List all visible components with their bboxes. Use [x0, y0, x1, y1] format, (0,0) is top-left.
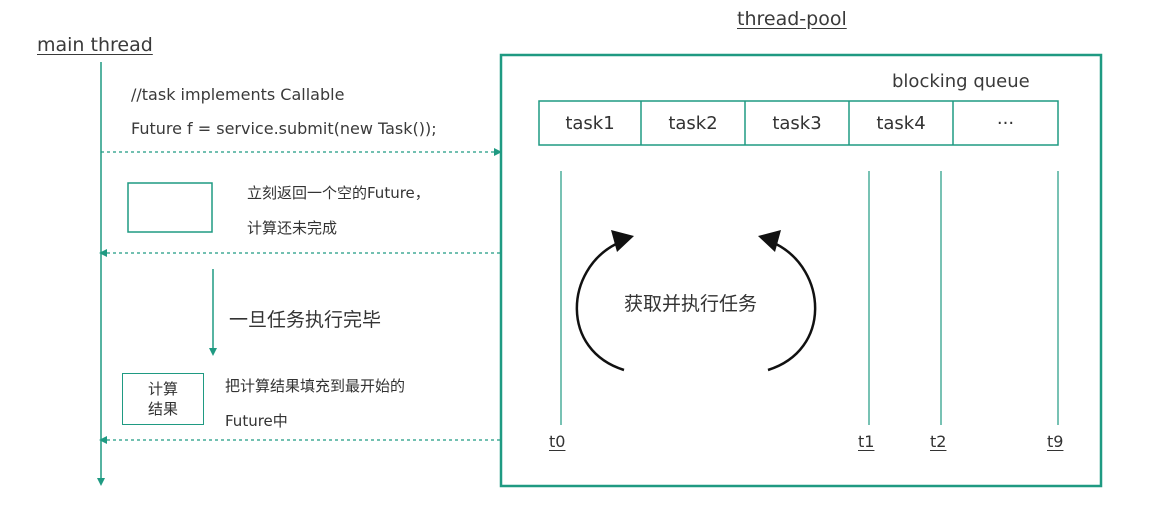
fetch-execute-label: 获取并执行任务: [624, 293, 758, 315]
result-box: 计算 结果: [122, 373, 204, 425]
thread-label-t2: t2: [930, 432, 947, 451]
blocking-queue-label: blocking queue: [892, 71, 1030, 92]
queue-cell-task3: task3: [772, 112, 822, 134]
queue-cell-task1: task1: [565, 112, 615, 134]
result-box-line2: 结果: [147, 400, 178, 418]
submit-arrowhead: [494, 148, 502, 156]
queue-cell-more: ···: [996, 112, 1015, 134]
fetch-arrowhead-left: [611, 230, 634, 252]
empty-future-box: [127, 182, 213, 233]
once-done-label: 一旦任务执行完毕: [229, 309, 382, 331]
thread-label-t9: t9: [1047, 432, 1064, 451]
main-thread-lifeline-arrowhead: [97, 478, 105, 486]
thread-pool-frame: [499, 53, 1103, 488]
return-note-line1: 立刻返回一个空的Future，: [247, 184, 430, 202]
return-future-arrowhead: [99, 249, 107, 257]
result-box-line1: 计算: [147, 379, 178, 398]
main-thread-title: main thread: [37, 34, 153, 56]
code-comment: //task implements Callable: [131, 85, 345, 104]
return-note-line2: 计算还未完成: [247, 219, 338, 237]
queue-cell-task2: task2: [668, 112, 718, 134]
result-return-arrowhead: [99, 436, 107, 444]
fill-note-line2: Future中: [225, 412, 288, 430]
fetch-arrow-right: [767, 242, 817, 372]
thread-label-t0: t0: [549, 432, 566, 451]
thread-pool-title: thread-pool: [737, 8, 847, 30]
queue-cell-task4: task4: [876, 112, 926, 134]
code-submit: Future f = service.submit(new Task());: [131, 119, 437, 138]
thread-label-t1: t1: [858, 432, 875, 451]
blocking-queue-box: [538, 100, 1059, 146]
fetch-arrowhead-right: [758, 230, 781, 252]
fetch-arrow-left: [575, 242, 625, 372]
fill-note-line1: 把计算结果填充到最开始的: [225, 377, 406, 395]
wait-arrowhead: [209, 348, 217, 356]
